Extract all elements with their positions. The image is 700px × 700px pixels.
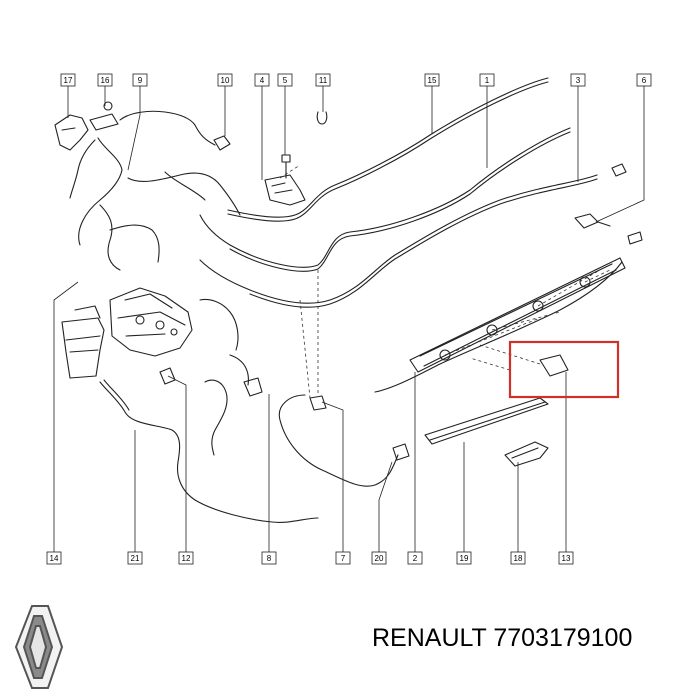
callout-17: 17 (60, 73, 76, 87)
callout-label: 3 (576, 76, 581, 85)
callout-11: 11 (315, 73, 331, 87)
callout-16: 16 (97, 73, 113, 87)
brand-part-number-caption: RENAULT 7703179100 (372, 624, 633, 652)
callout-label: 9 (138, 76, 143, 85)
callout-13: 13 (558, 551, 574, 565)
fuel-pipe-15 (227, 77, 549, 222)
sensor-13 (539, 354, 569, 377)
callout-label: 5 (283, 76, 288, 85)
callout-label: 11 (319, 76, 328, 85)
callout-5: 5 (277, 73, 293, 87)
callout-4: 4 (254, 73, 270, 87)
fuel-pipe-3 (199, 174, 598, 308)
callout-label: 13 (562, 554, 571, 563)
hose-21 (99, 379, 319, 523)
callout-20: 20 (371, 551, 387, 565)
callout-label: 12 (182, 554, 191, 563)
callout-8: 8 (261, 551, 277, 565)
callout-label: 19 (460, 554, 469, 563)
connector-6 (574, 213, 611, 229)
callout-label: 20 (375, 554, 384, 563)
hose-lower-left (69, 139, 96, 199)
hose-upper (78, 110, 241, 271)
callout-15: 15 (424, 73, 440, 87)
callout-7: 7 (335, 551, 351, 565)
rail-return-line (374, 261, 623, 393)
highlight-box (508, 340, 620, 399)
callout-label: 2 (413, 554, 418, 563)
callout-21: 21 (127, 551, 143, 565)
injection-pump-block (109, 287, 193, 357)
callout-label: 21 (131, 554, 140, 563)
callout-2: 2 (407, 551, 423, 565)
clip-20 (392, 443, 410, 461)
clip-12 (159, 367, 176, 385)
callout-label: 18 (514, 554, 523, 563)
clip-7 (309, 395, 327, 411)
sensor-16 (89, 101, 119, 131)
callout-label: 8 (267, 554, 272, 563)
leader-lines (53, 86, 645, 552)
callout-label: 14 (50, 554, 59, 563)
fuel-pipe-1 (199, 127, 571, 272)
bracket-4 (264, 174, 306, 206)
clip-8 (243, 377, 263, 397)
grommet-11 (316, 111, 328, 125)
callout-label: 4 (260, 76, 265, 85)
callout-label: 10 (221, 76, 230, 85)
callout-6: 6 (636, 73, 652, 87)
callout-12: 12 (178, 551, 194, 565)
callout-label: 15 (428, 76, 437, 85)
fuel-filter-14 (61, 305, 105, 379)
callout-label: 17 (64, 76, 73, 85)
clip-10 (213, 135, 231, 151)
callout-18: 18 (510, 551, 526, 565)
callout-10: 10 (217, 73, 233, 87)
callouts-top: 17 16 9 10 4 5 11 15 1 3 6 (60, 73, 652, 87)
callout-3: 3 (570, 73, 586, 87)
connector-3-end (611, 163, 627, 177)
hose-20 (278, 394, 399, 487)
callout-9: 9 (132, 73, 148, 87)
callout-label: 1 (485, 76, 490, 85)
fuel-rail-2 (409, 257, 626, 373)
callouts-bottom: 14 21 12 8 7 20 2 19 18 13 (46, 551, 574, 565)
hose-lower-mid (199, 298, 249, 456)
callout-label: 7 (341, 554, 346, 563)
injector-pipe-end (627, 231, 643, 245)
callout-label: 6 (642, 76, 647, 85)
callout-label: 16 (101, 76, 110, 85)
callout-14: 14 (46, 551, 62, 565)
callout-1: 1 (479, 73, 495, 87)
callout-19: 19 (456, 551, 472, 565)
dashed-guides (279, 164, 611, 399)
heat-shield-19 (424, 397, 549, 445)
bracket-18 (504, 441, 549, 467)
renault-diamond-logo (14, 605, 64, 689)
filter-bracket-17 (54, 114, 89, 151)
